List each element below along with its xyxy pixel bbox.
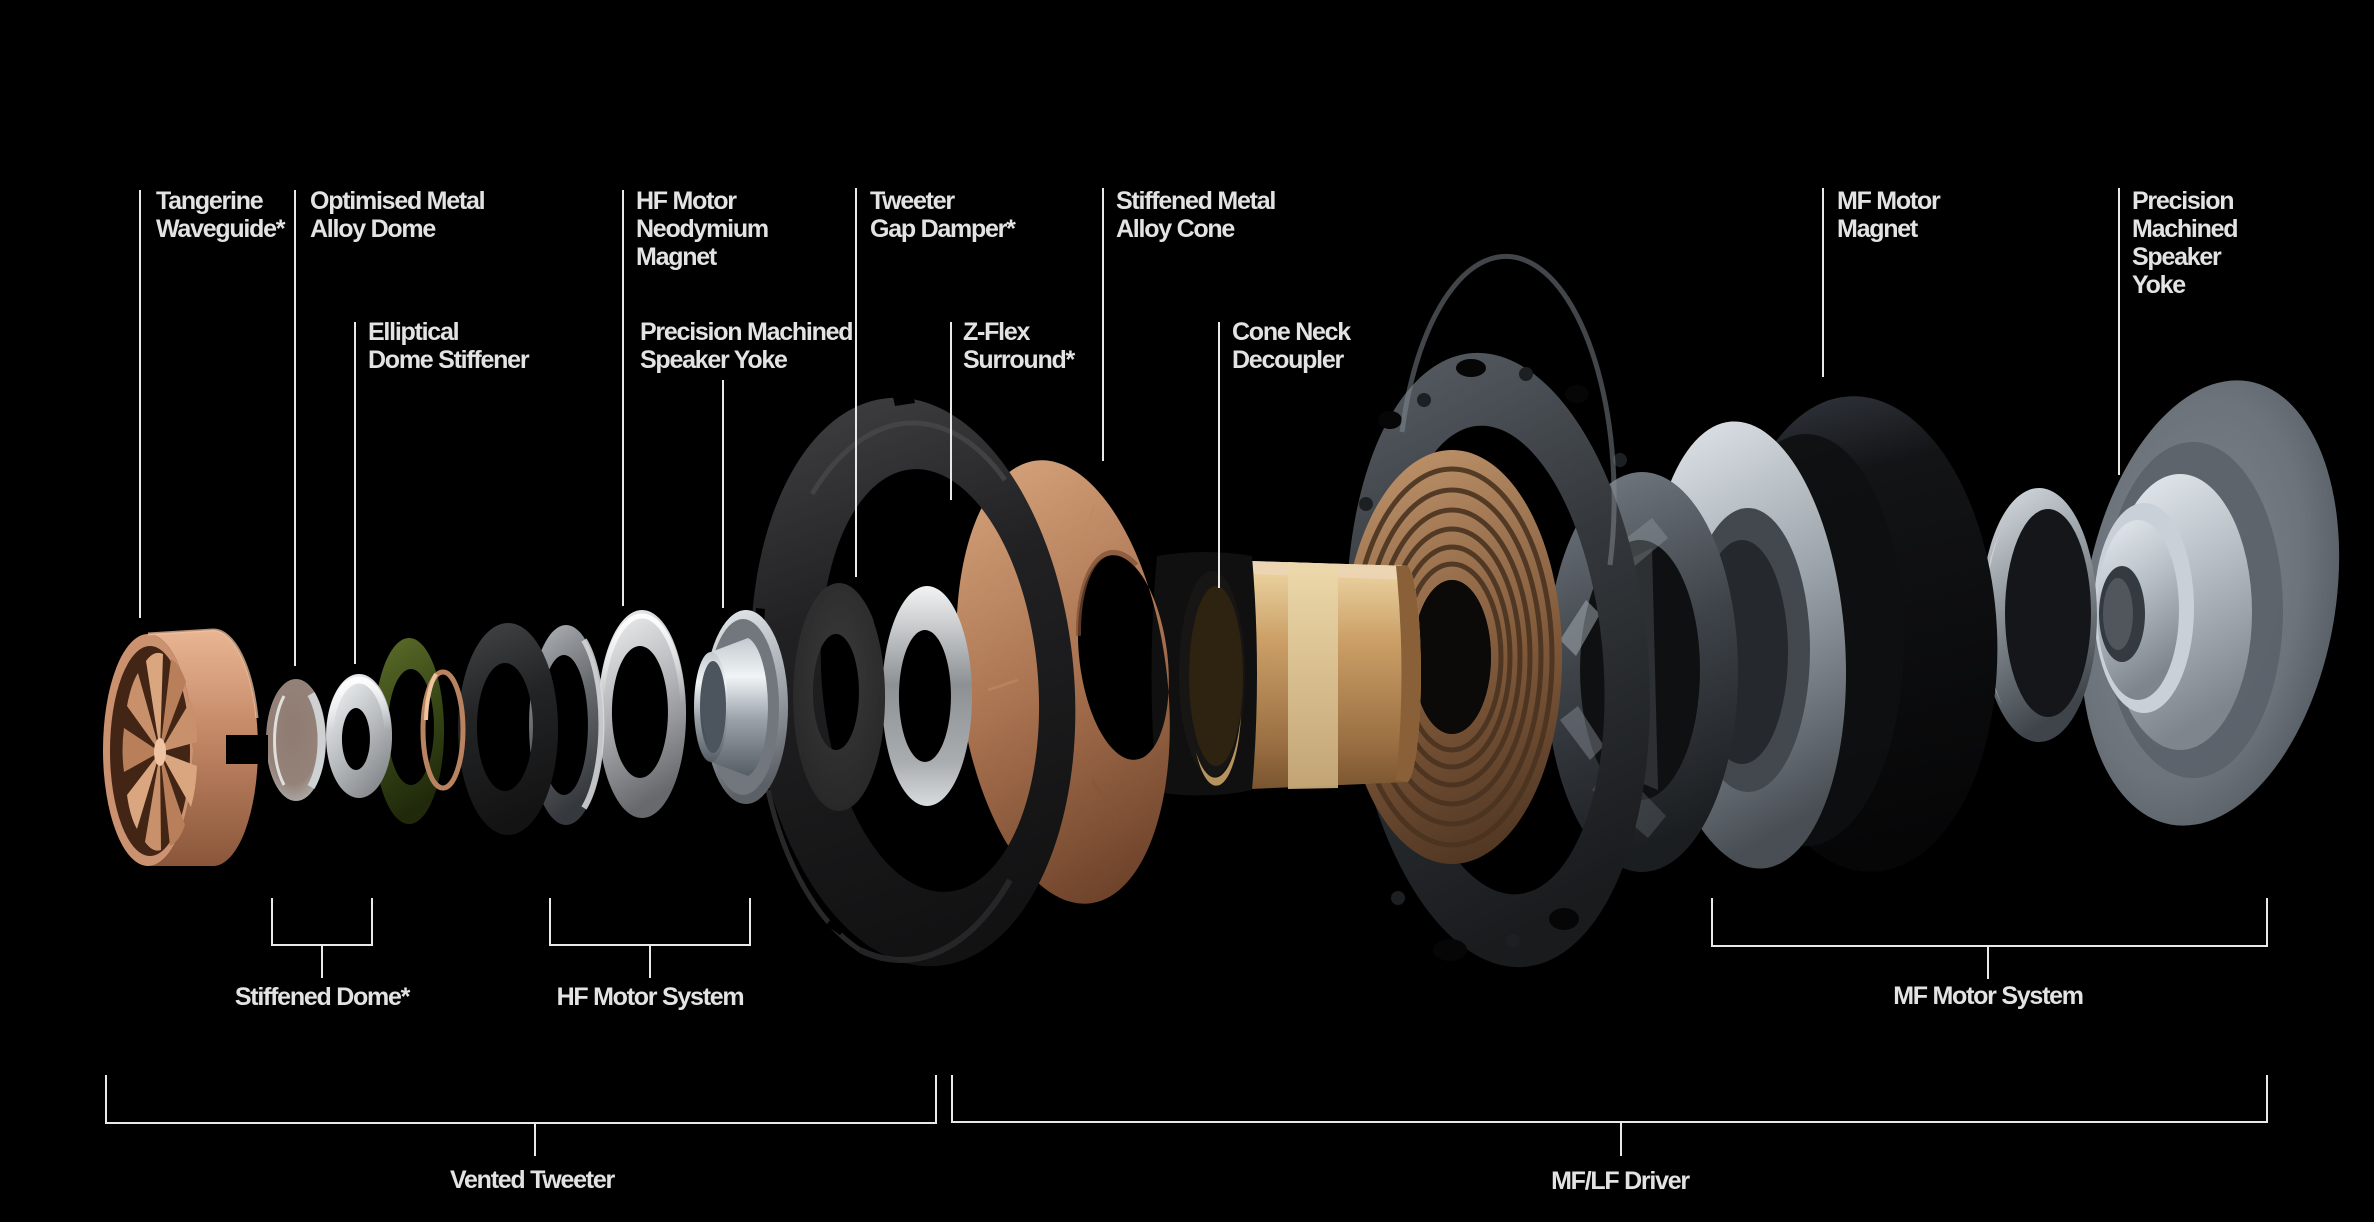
svg-text:Stiffened Metal: Stiffened Metal xyxy=(1116,187,1275,215)
svg-text:Tangerine: Tangerine xyxy=(156,187,264,215)
svg-text:Cone Neck: Cone Neck xyxy=(1232,318,1351,346)
svg-text:MF Motor System: MF Motor System xyxy=(1893,982,2083,1010)
svg-text:Dome Stiffener: Dome Stiffener xyxy=(368,346,530,374)
svg-text:Waveguide*: Waveguide* xyxy=(156,215,286,243)
svg-text:MF Motor: MF Motor xyxy=(1837,187,1941,215)
svg-text:MF/LF Driver: MF/LF Driver xyxy=(1551,1167,1690,1195)
svg-text:Optimised Metal: Optimised Metal xyxy=(310,187,485,215)
svg-text:Z-Flex: Z-Flex xyxy=(963,318,1030,346)
svg-text:Magnet: Magnet xyxy=(636,243,718,271)
svg-text:Precision Machined: Precision Machined xyxy=(640,318,852,346)
svg-text:HF Motor: HF Motor xyxy=(636,187,737,215)
svg-text:Machined: Machined xyxy=(2132,215,2237,243)
svg-text:Alloy Dome: Alloy Dome xyxy=(310,215,436,243)
svg-text:Magnet: Magnet xyxy=(1837,215,1919,243)
svg-text:Vented Tweeter: Vented Tweeter xyxy=(450,1166,616,1194)
svg-text:Stiffened Dome*: Stiffened Dome* xyxy=(235,983,411,1011)
svg-text:Gap Damper*: Gap Damper* xyxy=(870,215,1016,243)
svg-text:Yoke: Yoke xyxy=(2132,271,2186,299)
svg-text:Surround*: Surround* xyxy=(963,346,1075,374)
svg-text:Elliptical: Elliptical xyxy=(368,318,459,346)
svg-text:Decoupler: Decoupler xyxy=(1232,346,1345,374)
svg-text:Speaker: Speaker xyxy=(2132,243,2222,271)
svg-text:Alloy Cone: Alloy Cone xyxy=(1116,215,1235,243)
svg-text:Precision: Precision xyxy=(2132,187,2233,215)
svg-text:Speaker Yoke: Speaker Yoke xyxy=(640,346,788,374)
svg-text:Neodymium: Neodymium xyxy=(636,215,768,243)
svg-text:HF Motor System: HF Motor System xyxy=(557,983,744,1011)
svg-text:Tweeter: Tweeter xyxy=(870,187,955,215)
